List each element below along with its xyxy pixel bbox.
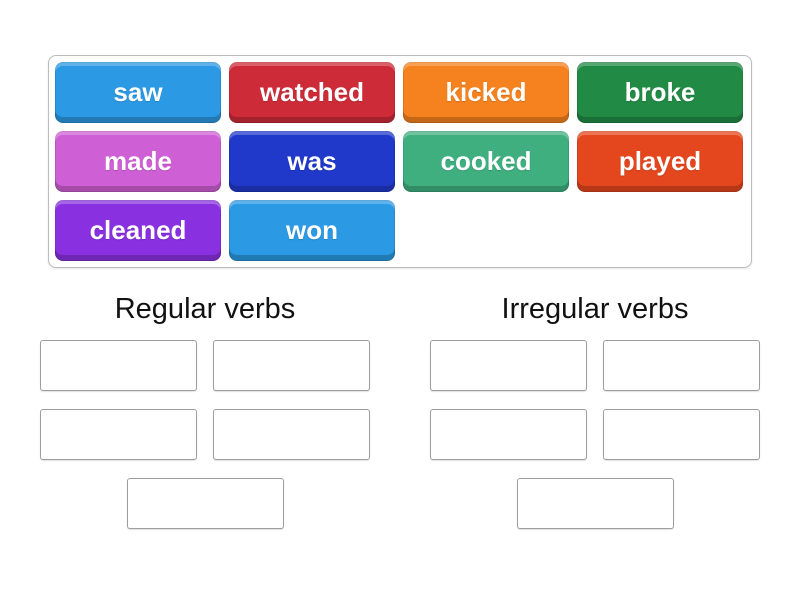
category-groups: Regular verbs Irregular verbs [0, 293, 800, 529]
drop-slot[interactable] [430, 408, 587, 460]
drop-slot[interactable] [40, 408, 197, 460]
word-tile-cooked[interactable]: cooked [403, 131, 569, 192]
word-tile-made[interactable]: made [55, 131, 221, 192]
drop-slot[interactable] [516, 477, 674, 529]
word-tile-was[interactable]: was [229, 131, 395, 192]
drop-slot[interactable] [603, 339, 760, 391]
group-irregular-verbs: Irregular verbs [428, 293, 762, 529]
drop-slot[interactable] [430, 339, 587, 391]
group-slots [428, 339, 762, 529]
drop-slot[interactable] [213, 408, 370, 460]
word-tile-kicked[interactable]: kicked [403, 62, 569, 123]
word-tile-watched[interactable]: watched [229, 62, 395, 123]
word-tile-broke[interactable]: broke [577, 62, 743, 123]
word-tile-saw[interactable]: saw [55, 62, 221, 123]
group-regular-verbs: Regular verbs [38, 293, 372, 529]
word-tile-played[interactable]: played [577, 131, 743, 192]
drop-slot[interactable] [40, 339, 197, 391]
word-tile-cleaned[interactable]: cleaned [55, 200, 221, 261]
group-slots [38, 339, 372, 529]
drop-slot[interactable] [213, 339, 370, 391]
group-title: Irregular verbs [501, 293, 689, 325]
group-title: Regular verbs [114, 293, 296, 325]
drop-slot[interactable] [603, 408, 760, 460]
word-tile-won[interactable]: won [229, 200, 395, 261]
drop-slot[interactable] [126, 477, 284, 529]
